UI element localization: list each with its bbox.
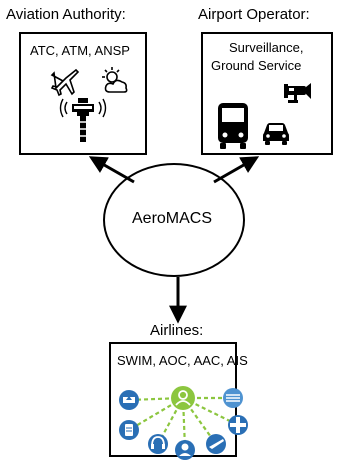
aeromacs-label: AeroMACS	[132, 210, 213, 227]
airport-operator-services-line2: Ground Service	[211, 58, 302, 73]
node-icon-person	[175, 440, 195, 460]
car-icon	[263, 123, 289, 145]
node-icon-left-bottom	[119, 420, 139, 440]
arrow-to-airport-operator	[213, 156, 260, 184]
user-hub-icon	[171, 386, 195, 410]
airport-operator-services-line1: Surveillance,	[229, 40, 304, 55]
airlines-heading: Airlines:	[150, 322, 204, 339]
airport-operator-heading: Airport Operator:	[198, 6, 310, 23]
arrow-to-aviation-authority	[88, 156, 135, 184]
cctv-camera-icon	[284, 83, 311, 103]
bus-icon	[218, 103, 248, 149]
aviation-authority-heading: Aviation Authority:	[6, 6, 126, 23]
airlines-services: SWIM, AOC, AAC, AIS	[117, 353, 248, 368]
node-icon-cross	[228, 415, 248, 435]
airplane-icon	[50, 68, 80, 97]
weather-icon	[102, 67, 128, 93]
network-node-icons	[119, 388, 248, 460]
node-icon-left-top	[119, 390, 139, 410]
aviation-authority-services: ATC, ATM, ANSP	[30, 43, 130, 58]
aeromacs-ellipse	[103, 163, 245, 277]
node-icon-right-top	[223, 388, 243, 408]
control-tower-icon	[59, 98, 107, 142]
node-icon-airplane	[206, 434, 226, 454]
node-icon-headset	[148, 434, 168, 454]
